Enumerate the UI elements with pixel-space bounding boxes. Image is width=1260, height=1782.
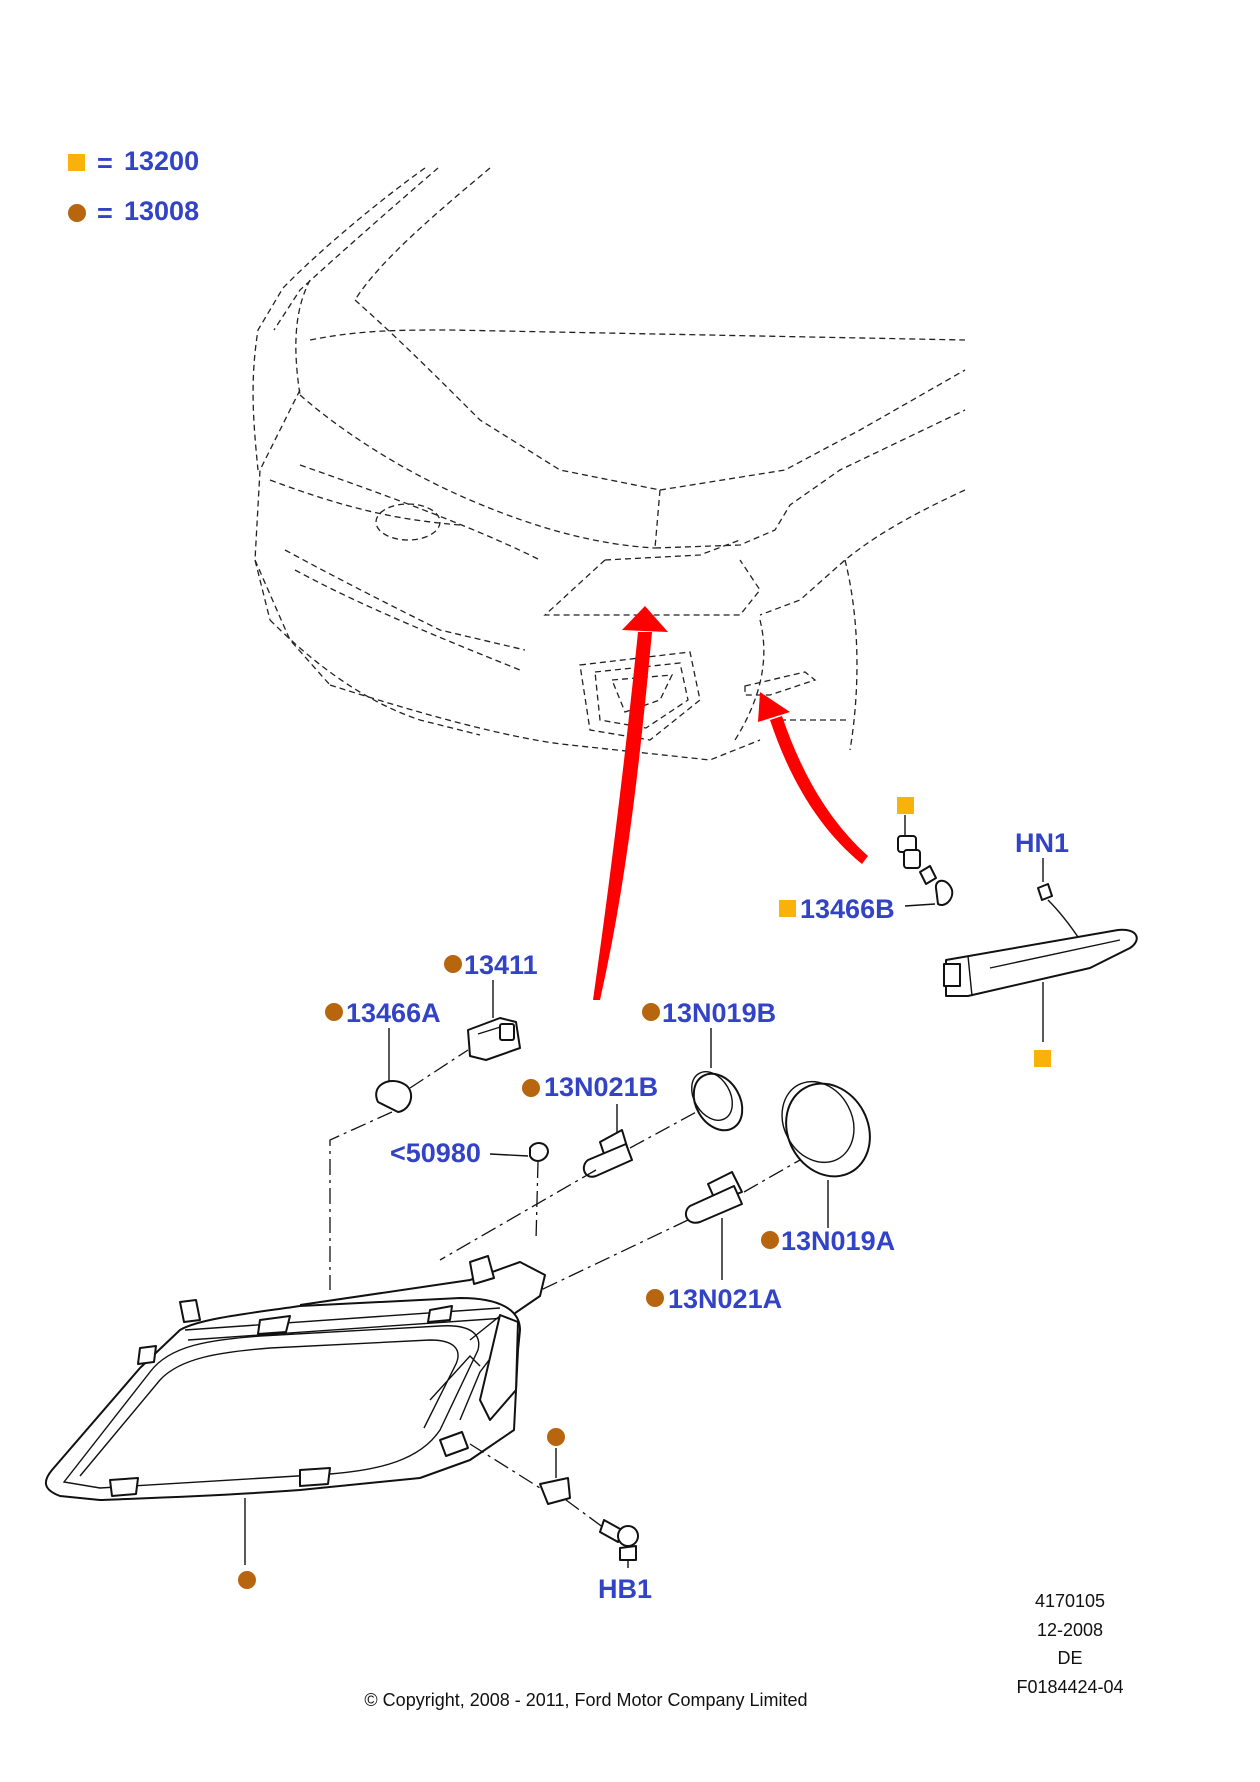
headlamp-housing [44,1297,521,1501]
arrow-side-marker [770,716,868,864]
label-13n019a: 13N019A [781,1226,895,1256]
bolt-hb1 [599,1519,639,1561]
info-part-number: 4170105 [1035,1591,1105,1611]
bulb-13466a [375,1080,413,1113]
info-date: 12-2008 [1037,1620,1103,1640]
hn1-clip [1037,883,1053,901]
legend-equals-2: = [97,198,113,228]
legend-code-13008: 13008 [124,196,199,226]
marker-circle-13n021a [646,1289,664,1307]
legend-equals-1: = [97,148,113,178]
label-hb1: HB1 [598,1574,652,1604]
marker-circle-13n021b [522,1079,540,1097]
label-13411: 13411 [464,950,538,980]
legend-circle-marker [68,204,86,222]
info-language: DE [1057,1648,1082,1668]
copyright-notice: © Copyright, 2008 - 2011, Ford Motor Com… [364,1690,807,1710]
marker-square-top [897,797,914,814]
label-13466a: 13466A [346,998,441,1028]
clip-50980 [529,1142,549,1162]
marker-circle-nut [547,1428,565,1446]
legend-square-marker [68,154,85,171]
bulb-13n021a [684,1171,743,1224]
speed-nut [539,1477,571,1505]
document-info: 4170105 12-2008 DE F0184424-04 [1016,1591,1123,1697]
bulb-13n021b [582,1129,633,1178]
red-arrows [593,606,868,1000]
marker-circle-13n019a [761,1231,779,1249]
side-marker-lamp-body [945,928,1138,997]
side-marker-socket [897,835,937,885]
arrow-headlamp-head [622,606,668,632]
headlamp-assembly [44,1255,546,1589]
headlamp-components: 13411 13466A 13N019B 13N021B <5 [325,950,895,1314]
dust-cap-13n019b [691,1071,744,1132]
label-13n021a: 13N021A [668,1284,782,1314]
label-13n019b: 13N019B [662,998,776,1028]
vehicle-front-outline [252,167,966,761]
marker-square-13466b [779,900,796,917]
marker-circle-13n019b [642,1003,660,1021]
info-drawing-id: F0184424-04 [1016,1677,1123,1697]
marker-circle-headlamp [238,1571,256,1589]
legend-code-13200: 13200 [124,146,199,176]
socket-13411 [467,1017,521,1061]
arrow-headlamp [593,632,652,1000]
marker-square-bottom [1034,1050,1051,1067]
marker-circle-13411 [444,955,462,973]
legend: = 13200 = 13008 [68,146,199,228]
dust-cap-13n019a [781,1080,871,1178]
side-marker-assembly: 13466B HN1 [779,797,1138,1067]
label-13n021b: 13N021B [544,1072,658,1102]
hb1-fastener: HB1 [469,1428,652,1604]
arrow-side-marker-head [758,692,790,722]
label-13466b: 13466B [800,894,895,924]
label-hn1: HN1 [1015,828,1069,858]
label-50980: <50980 [390,1138,481,1168]
marker-circle-13466a [325,1003,343,1021]
side-marker-bulb [934,879,954,906]
